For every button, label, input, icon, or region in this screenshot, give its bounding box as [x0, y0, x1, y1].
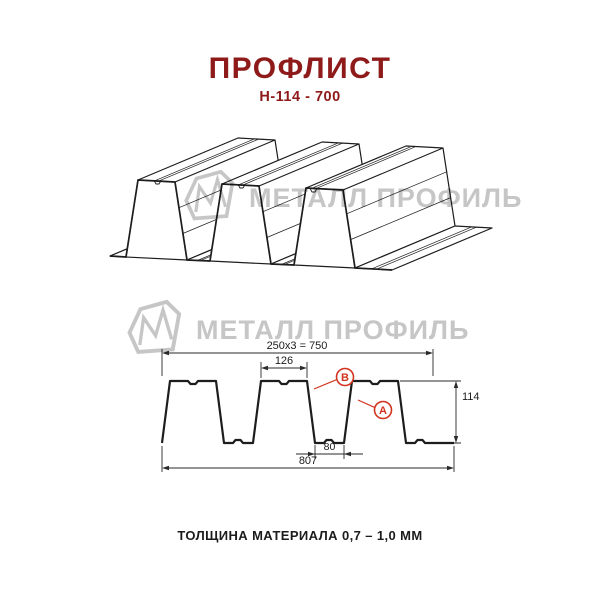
- dimension-arrows: [162, 350, 459, 471]
- detail-markers: В А: [313, 367, 393, 420]
- marker-a-circle: [373, 400, 393, 420]
- dimension-pitch-label: 250x3 = 750: [267, 340, 328, 352]
- footer-thickness-label: ТОЛЩИНА МАТЕРИАЛА 0,7 – 1,0 ММ: [177, 528, 423, 543]
- marker-b-circle: [335, 367, 355, 387]
- dimension-rib-top-label: 126: [275, 355, 293, 367]
- page-title: ПРОФЛИСТ: [208, 52, 392, 85]
- marker-a-label: А: [379, 405, 387, 417]
- page-subtitle: Н-114 - 700: [259, 89, 341, 105]
- dimension-height-label: 114: [462, 391, 480, 403]
- marker-b-label: В: [341, 372, 349, 384]
- profile-3d-drawing: [109, 137, 493, 271]
- cross-section-drawing: [160, 379, 454, 445]
- dimension-overall-width-label: 807: [299, 455, 317, 467]
- dimension-flat-label: 80: [324, 441, 336, 453]
